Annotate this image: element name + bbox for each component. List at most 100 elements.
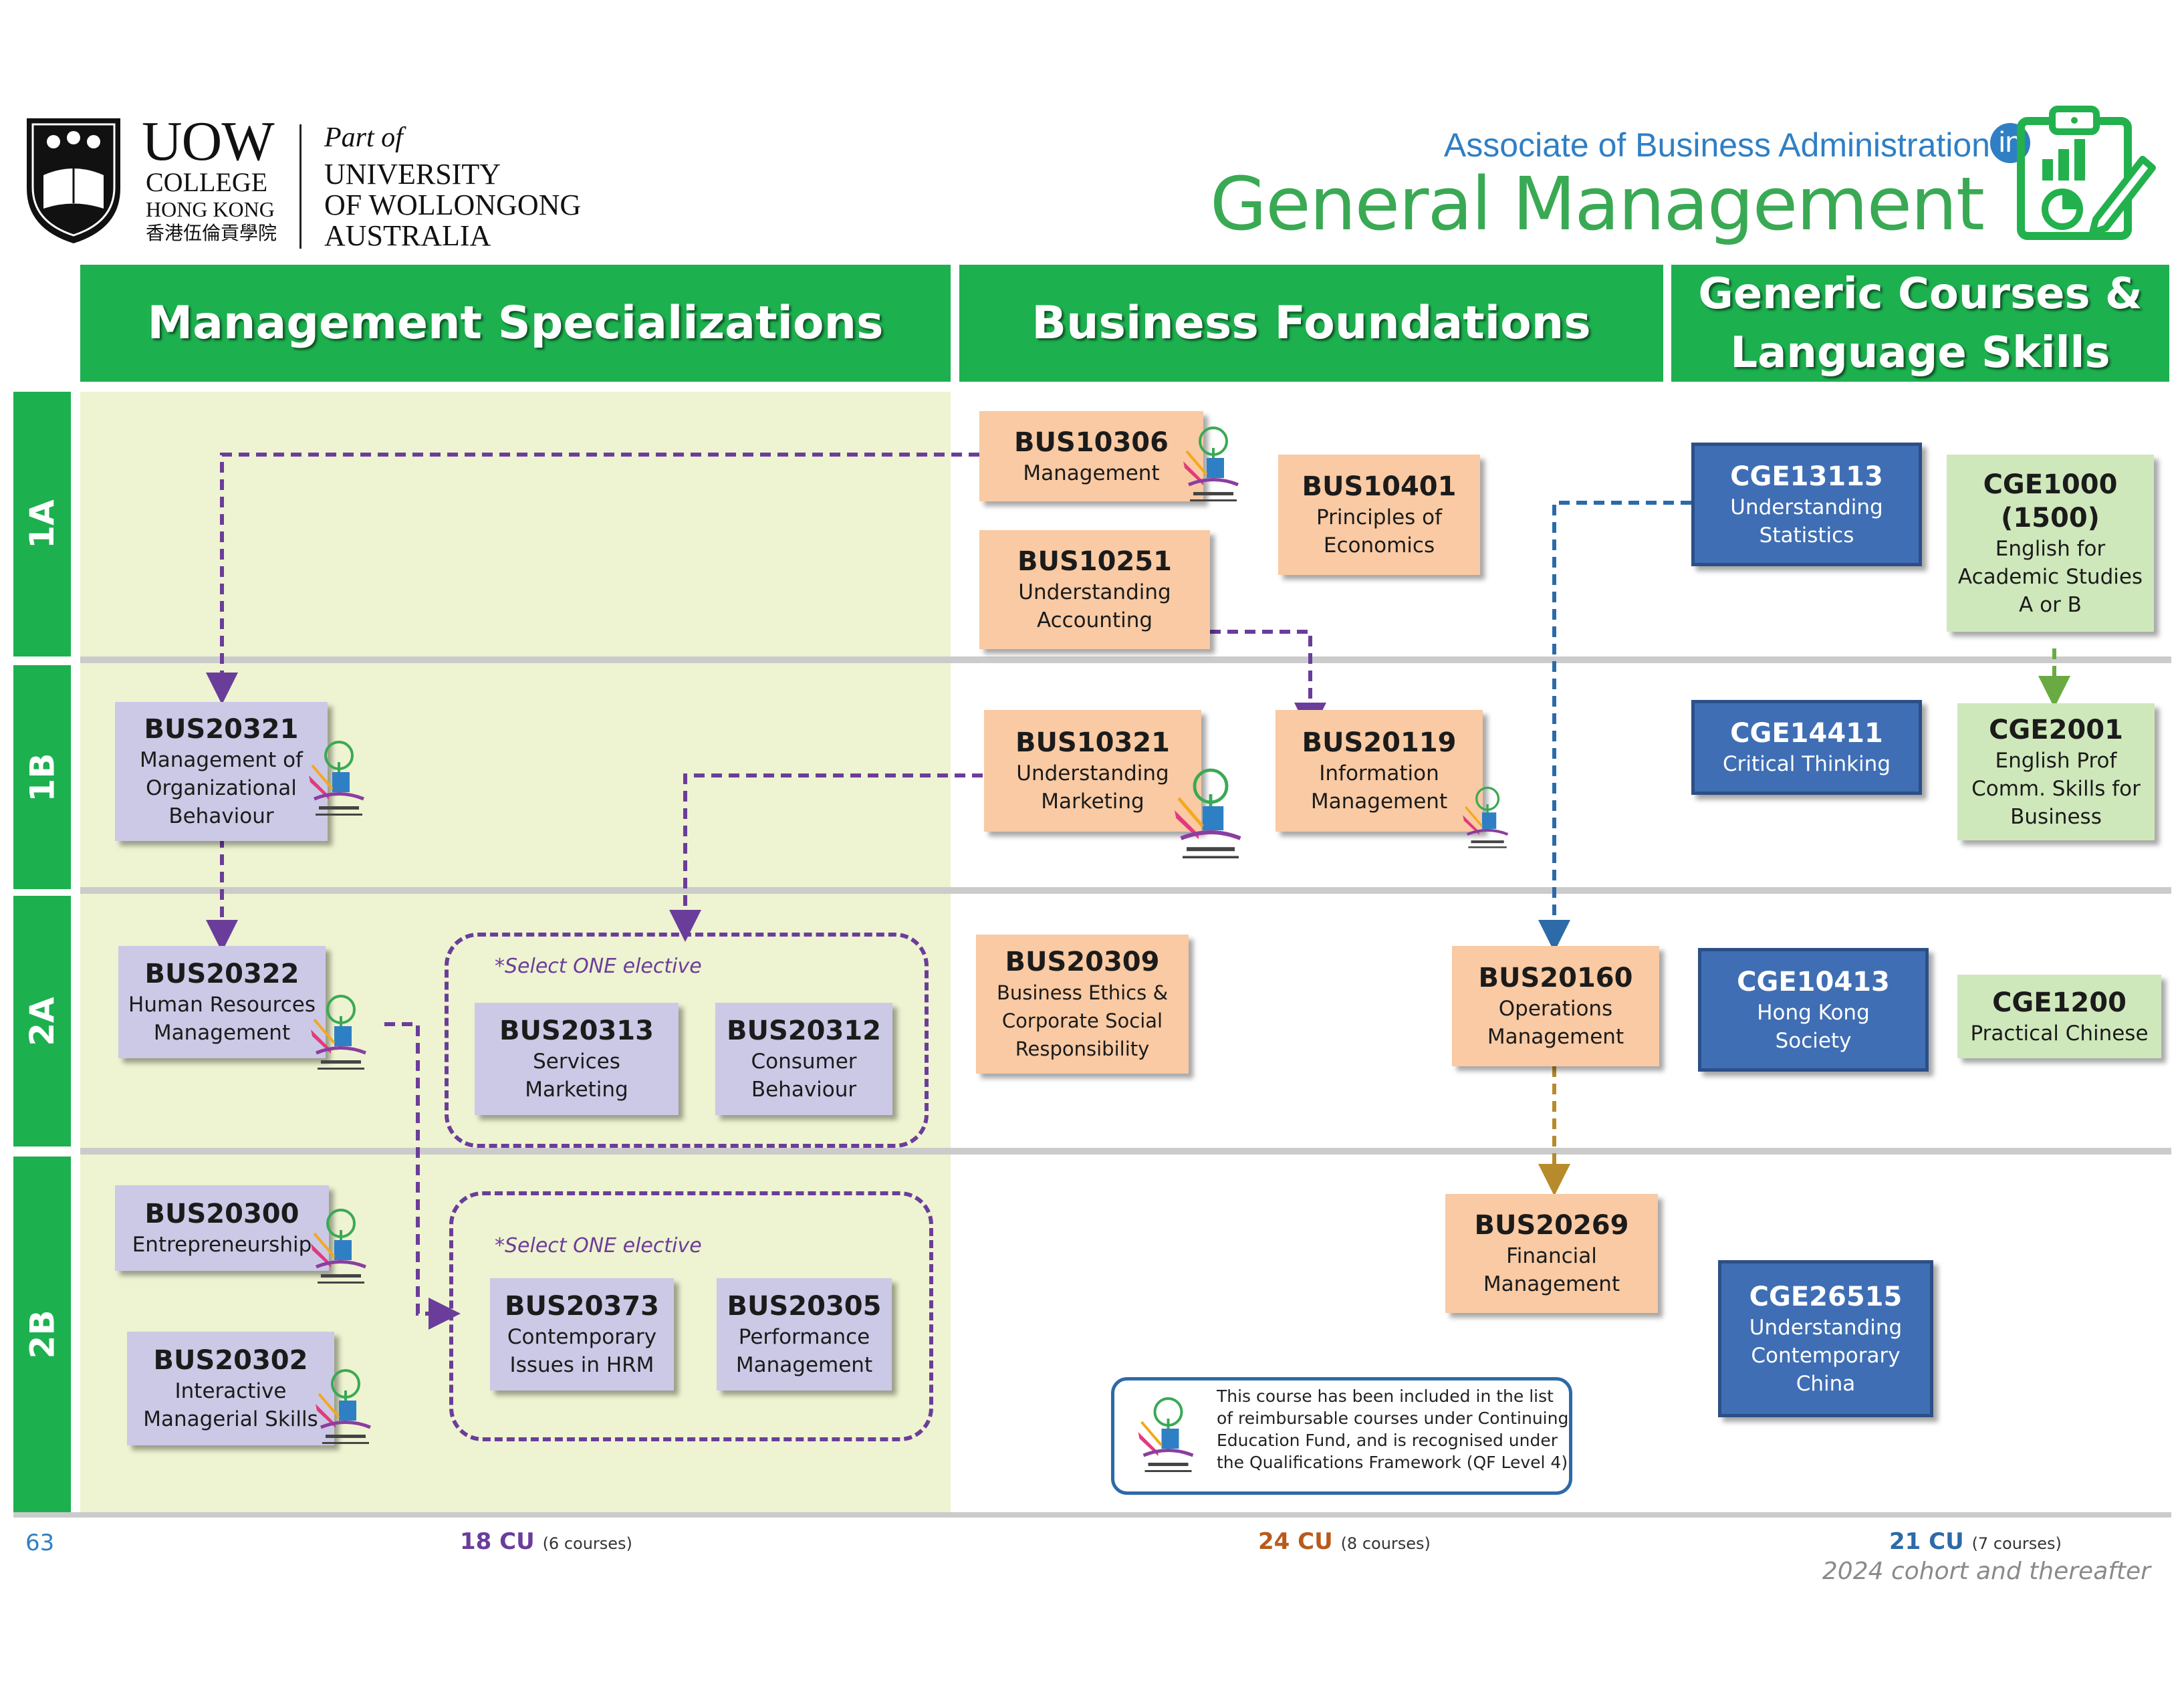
- semester-label-1b: 1B: [13, 665, 71, 889]
- column-header-management-specializations: Management Specializations: [80, 265, 951, 382]
- course-bus20160[interactable]: BUS20160 Operations Management: [1452, 946, 1659, 1066]
- credit-units-value: 18 CU: [460, 1528, 535, 1555]
- course-title: Managerial Skills: [143, 1407, 318, 1431]
- course-cge26515[interactable]: CGE26515 Understanding Contemporary Chin…: [1718, 1260, 1933, 1417]
- spec-credit-units: 18 CU (6 courses): [460, 1528, 632, 1555]
- arrow-bus10306-to-bus20321: [206, 453, 979, 705]
- course-title: English for: [1995, 536, 2106, 561]
- course-code: BUS20300: [144, 1199, 299, 1229]
- foundation-credit-units: 24 CU (8 courses): [1258, 1528, 1431, 1555]
- arrow-cge13113-to-bus20160: [1538, 501, 1691, 952]
- university-line2: OF WOLLONGONG: [324, 189, 582, 221]
- university-line1: UNIVERSITY: [324, 158, 501, 191]
- course-bus20322[interactable]: BUS20322 Human Resources Management: [118, 946, 326, 1058]
- legend-line: the Qualifications Framework (QF Level 4…: [1217, 1453, 1568, 1472]
- course-code: BUS20312: [727, 1015, 881, 1046]
- course-title: Understanding: [1016, 761, 1169, 786]
- elective-label-2a: *Select ONE elective: [495, 955, 702, 978]
- course-code: BUS10321: [1015, 727, 1170, 758]
- course-code: CGE1000: [1983, 469, 2118, 500]
- course-cge13113[interactable]: CGE13113 Understanding Statistics: [1691, 443, 1922, 566]
- cohort-note: 2024 cohort and thereafter: [1822, 1558, 2151, 1585]
- legend-line: Education Fund, and is recognised under: [1217, 1431, 1558, 1450]
- university-line3: AUSTRALIA: [324, 219, 491, 252]
- elective-group-2a: [445, 933, 929, 1148]
- course-bus20373[interactable]: BUS20373 Contemporary Issues in HRM: [490, 1278, 674, 1391]
- clipboard-chart-icon: [2017, 106, 2156, 240]
- course-title: Consumer: [751, 1050, 857, 1074]
- column-header-line2: Language Skills: [1730, 328, 2110, 378]
- course-bus20321[interactable]: BUS20321 Management of Organizational Be…: [115, 702, 328, 841]
- course-cge1200[interactable]: CGE1200 Practical Chinese: [1957, 975, 2161, 1058]
- course-title: Contemporary: [1751, 1343, 1901, 1368]
- course-title: Interactive: [174, 1379, 287, 1403]
- cef-logo-icon: [316, 1369, 371, 1444]
- course-bus10321[interactable]: BUS10321 Understanding Marketing: [984, 710, 1201, 832]
- course-bus20305[interactable]: BUS20305 Performance Management: [717, 1278, 892, 1391]
- course-code: BUS20160: [1478, 963, 1633, 993]
- course-code: CGE26515: [1749, 1281, 1903, 1312]
- course-code: CGE14411: [1730, 718, 1883, 749]
- course-title: Practical Chinese: [1970, 1021, 2149, 1046]
- generic-credit-units: 21 CU (7 courses): [1889, 1528, 2062, 1555]
- course-bus10306[interactable]: BUS10306 Management: [979, 411, 1203, 501]
- course-cge10413[interactable]: CGE10413 Hong Kong Society: [1698, 948, 1929, 1072]
- course-code: BUS20321: [144, 714, 299, 745]
- course-title: Society: [1775, 1028, 1852, 1053]
- row-separator: [80, 887, 2171, 894]
- course-cge2001[interactable]: CGE2001 English Prof Comm. Skills for Bu…: [1957, 703, 2155, 840]
- course-code: BUS10251: [1017, 546, 1172, 577]
- course-bus20312[interactable]: BUS20312 Consumer Behaviour: [715, 1003, 892, 1115]
- course-title: Contemporary: [507, 1325, 657, 1349]
- course-title: Behaviour: [751, 1078, 857, 1102]
- course-cge14411[interactable]: CGE14411 Critical Thinking: [1691, 700, 1922, 795]
- course-bus20119[interactable]: BUS20119 Information Management: [1276, 710, 1483, 832]
- course-bus20309[interactable]: BUS20309 Business Ethics & Corporate Soc…: [976, 935, 1189, 1074]
- part-of-label: Part of: [324, 122, 403, 153]
- course-title: A or B: [2019, 592, 2082, 617]
- course-bus10401[interactable]: BUS10401 Principles of Economics: [1278, 455, 1480, 575]
- column-header-generic-courses: Generic Courses & Language Skills: [1671, 265, 2169, 382]
- course-title: Behaviour: [168, 804, 274, 828]
- course-title: Entrepreneurship: [132, 1233, 312, 1257]
- cef-legend-box: [1111, 1377, 1572, 1495]
- row-separator: [80, 1148, 2171, 1155]
- course-title: Performance: [738, 1325, 870, 1349]
- course-title: Marketing: [1041, 790, 1144, 814]
- legend-line: This course has been included in the lis…: [1217, 1386, 1554, 1406]
- course-title: Management of: [140, 748, 303, 772]
- course-bus20269[interactable]: BUS20269 Financial Management: [1445, 1194, 1658, 1313]
- bottom-rule: [13, 1512, 2171, 1518]
- logo-divider: [299, 124, 301, 249]
- course-title: China: [1796, 1371, 1856, 1396]
- course-cge1000[interactable]: CGE1000 (1500) English for Academic Stud…: [1947, 455, 2154, 632]
- course-title: Academic Studies: [1957, 564, 2143, 589]
- course-title: Management: [153, 1021, 291, 1045]
- college-label: COLLEGE: [146, 167, 268, 197]
- course-title: Organizational: [146, 776, 297, 800]
- credit-units-value: 24 CU: [1258, 1528, 1333, 1555]
- course-bus20300[interactable]: BUS20300 Entrepreneurship: [115, 1185, 329, 1271]
- course-count: (7 courses): [1971, 1534, 2062, 1553]
- column-header-line1: Generic Courses &: [1698, 269, 2143, 319]
- uow-crest-logo: [27, 118, 120, 243]
- course-bus20313[interactable]: BUS20313 Services Marketing: [475, 1003, 679, 1115]
- course-code: BUS20119: [1302, 727, 1457, 758]
- column-header-label: Business Foundations: [1032, 297, 1591, 350]
- course-code: CGE13113: [1730, 461, 1883, 492]
- course-title: Economics: [1323, 533, 1435, 558]
- course-bus20302[interactable]: BUS20302 Interactive Managerial Skills: [127, 1332, 334, 1445]
- course-title: Business: [2010, 804, 2102, 829]
- course-code: CGE1200: [1992, 987, 2127, 1018]
- course-bus10251[interactable]: BUS10251 Understanding Accounting: [979, 530, 1210, 649]
- credit-units-value: 21 CU: [1889, 1528, 1964, 1555]
- course-title: Business Ethics &: [996, 981, 1169, 1004]
- program-title: General Management: [1209, 161, 1985, 247]
- course-code: BUS20302: [153, 1345, 308, 1376]
- cef-logo-icon: [309, 741, 364, 816]
- course-code: CGE10413: [1737, 966, 1890, 997]
- course-title: Management: [1310, 790, 1448, 814]
- course-code: BUS20322: [144, 959, 299, 989]
- course-title: Services: [533, 1050, 620, 1074]
